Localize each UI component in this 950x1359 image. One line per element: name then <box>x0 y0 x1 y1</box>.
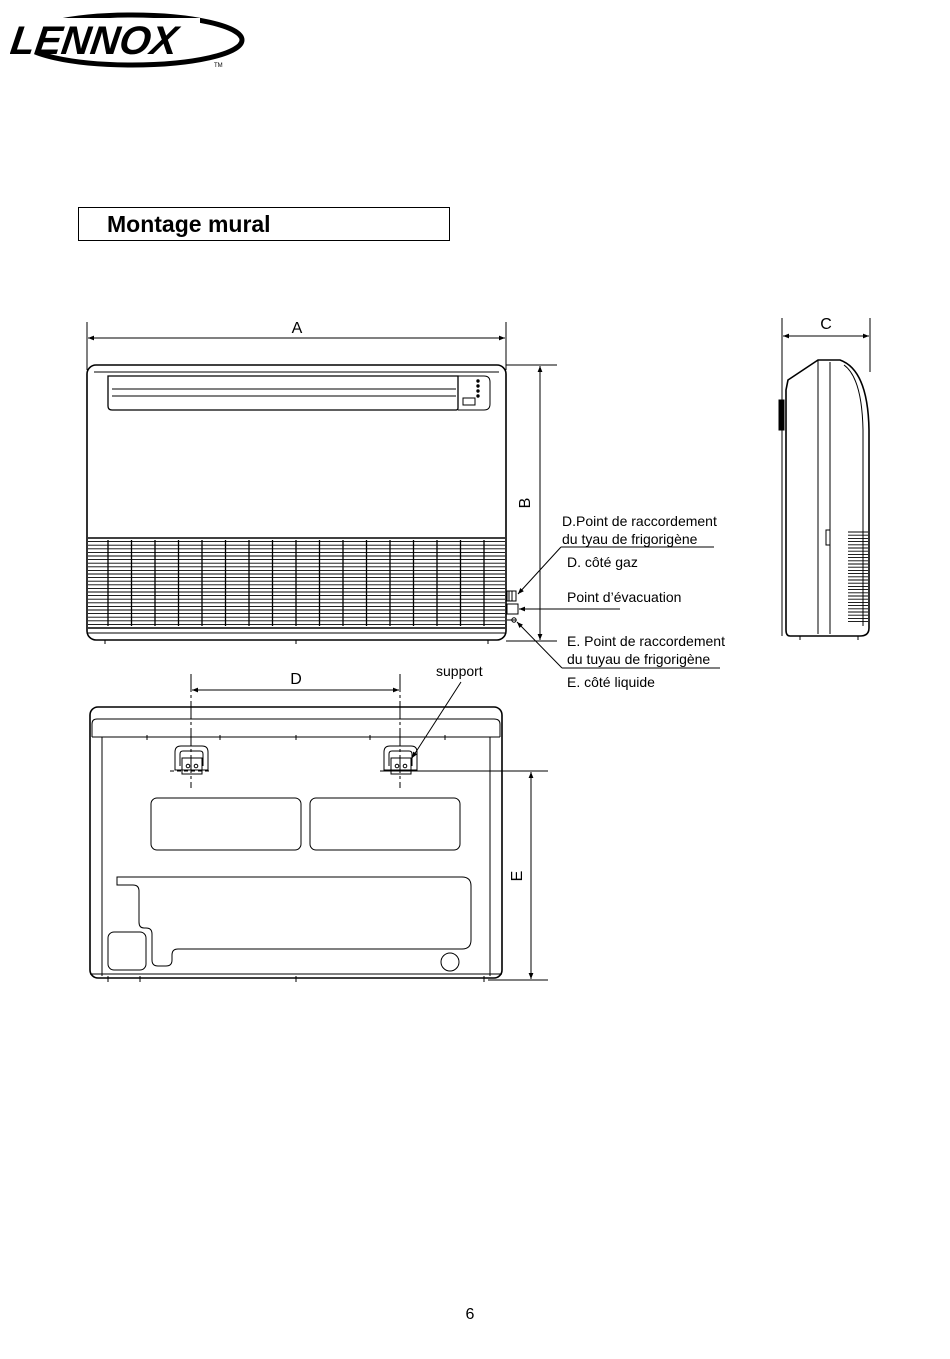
d-point-line1: D.Point de raccordement <box>562 513 717 529</box>
d-point-line2: du tyau de frigorigène <box>562 531 698 547</box>
front-grille <box>88 538 505 628</box>
dimension-b-label: B <box>517 498 534 509</box>
mounting-support-right <box>380 746 548 774</box>
side-grille <box>848 532 868 622</box>
side-view <box>779 318 870 640</box>
drain-point: Point d’évacuation <box>567 589 681 605</box>
dimension-b: B <box>506 365 557 641</box>
dimension-e-label: E <box>509 871 526 882</box>
e-liquid-side: E. côté liquide <box>567 674 655 690</box>
e-point-line2: du tuyau de frigorigène <box>567 651 710 667</box>
page-number: 6 <box>0 1306 940 1324</box>
dimension-c-label: C <box>820 316 832 333</box>
dimension-d-label: D <box>290 671 302 688</box>
support-label: support <box>436 663 483 679</box>
e-point-line1: E. Point de raccordement <box>567 633 725 649</box>
dimension-a-label: A <box>292 320 303 337</box>
rear-view <box>90 674 548 982</box>
dimension-a: A <box>88 320 505 338</box>
d-gas-side: D. côté gaz <box>567 554 638 570</box>
